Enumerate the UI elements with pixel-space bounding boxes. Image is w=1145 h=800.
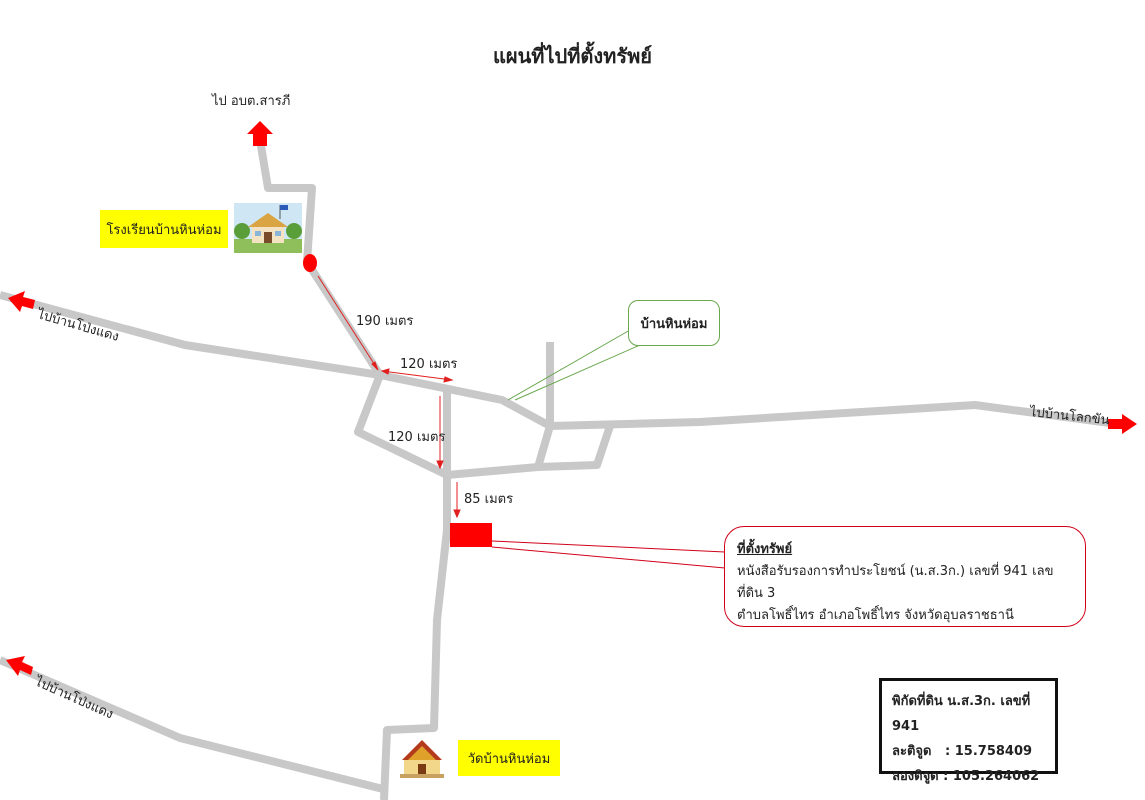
distance-120-south: 120 เมตร bbox=[388, 430, 446, 445]
measure-120-east bbox=[381, 370, 453, 381]
property-heading: ที่ตั้งทรัพย์ bbox=[737, 542, 793, 557]
road-loop-west bbox=[354, 373, 449, 479]
property-line1: หนังสือรับรองการทำประโยชน์ (น.ส.3ก.) เลข… bbox=[737, 564, 1054, 601]
road-north bbox=[256, 139, 384, 378]
road-spur-south bbox=[534, 424, 554, 469]
school-building-icon bbox=[234, 203, 302, 253]
measure-190 bbox=[317, 275, 379, 371]
temple-icon bbox=[396, 738, 448, 780]
coordinates-box: พิกัดที่ดิน น.ส.3ก. เลขที่ 941 ละติจูด :… bbox=[879, 678, 1058, 784]
coordinates-lng: ลองติจูด : 105.264062 bbox=[892, 769, 1040, 784]
coordinates-header: พิกัดที่ดิน น.ส.3ก. เลขที่ 941 bbox=[892, 694, 1031, 734]
village-callout: บ้านหินห่อม bbox=[628, 300, 720, 346]
temple-label: วัดบ้านหินห่อม bbox=[458, 740, 560, 776]
arrow-west-lower-icon bbox=[6, 656, 33, 676]
map-title: แผนที่ไปที่ตั้งทรัพย์ bbox=[493, 44, 652, 68]
road-south bbox=[380, 475, 451, 800]
arrow-west-upper-icon bbox=[8, 291, 35, 312]
property-marker bbox=[450, 523, 492, 547]
school-label: โรงเรียนบ้านหินห่อม bbox=[100, 210, 228, 248]
property-line2: ตำบลโพธิ์ไทร อำเภอโพธิ์ไทร จังหวัดอุบลรา… bbox=[737, 608, 1014, 623]
distance-190: 190 เมตร bbox=[356, 314, 414, 329]
road-west-lower bbox=[0, 656, 388, 794]
coordinates-lat: ละติจูด : 15.758409 bbox=[892, 744, 1033, 759]
property-callout: ที่ตั้งทรัพย์ หนังสือรับรองการทำประโยชน์… bbox=[724, 526, 1086, 627]
road-cross-south bbox=[446, 424, 614, 479]
road-east bbox=[549, 401, 1111, 430]
arrow-east-icon bbox=[1108, 414, 1137, 434]
distance-85: 85 เมตร bbox=[464, 492, 514, 507]
road-label-aobt: ไป อบต.สารภี bbox=[212, 94, 291, 109]
arrow-north-icon bbox=[247, 121, 273, 146]
school-marker bbox=[303, 254, 317, 272]
distance-120-east: 120 เมตร bbox=[400, 357, 458, 372]
